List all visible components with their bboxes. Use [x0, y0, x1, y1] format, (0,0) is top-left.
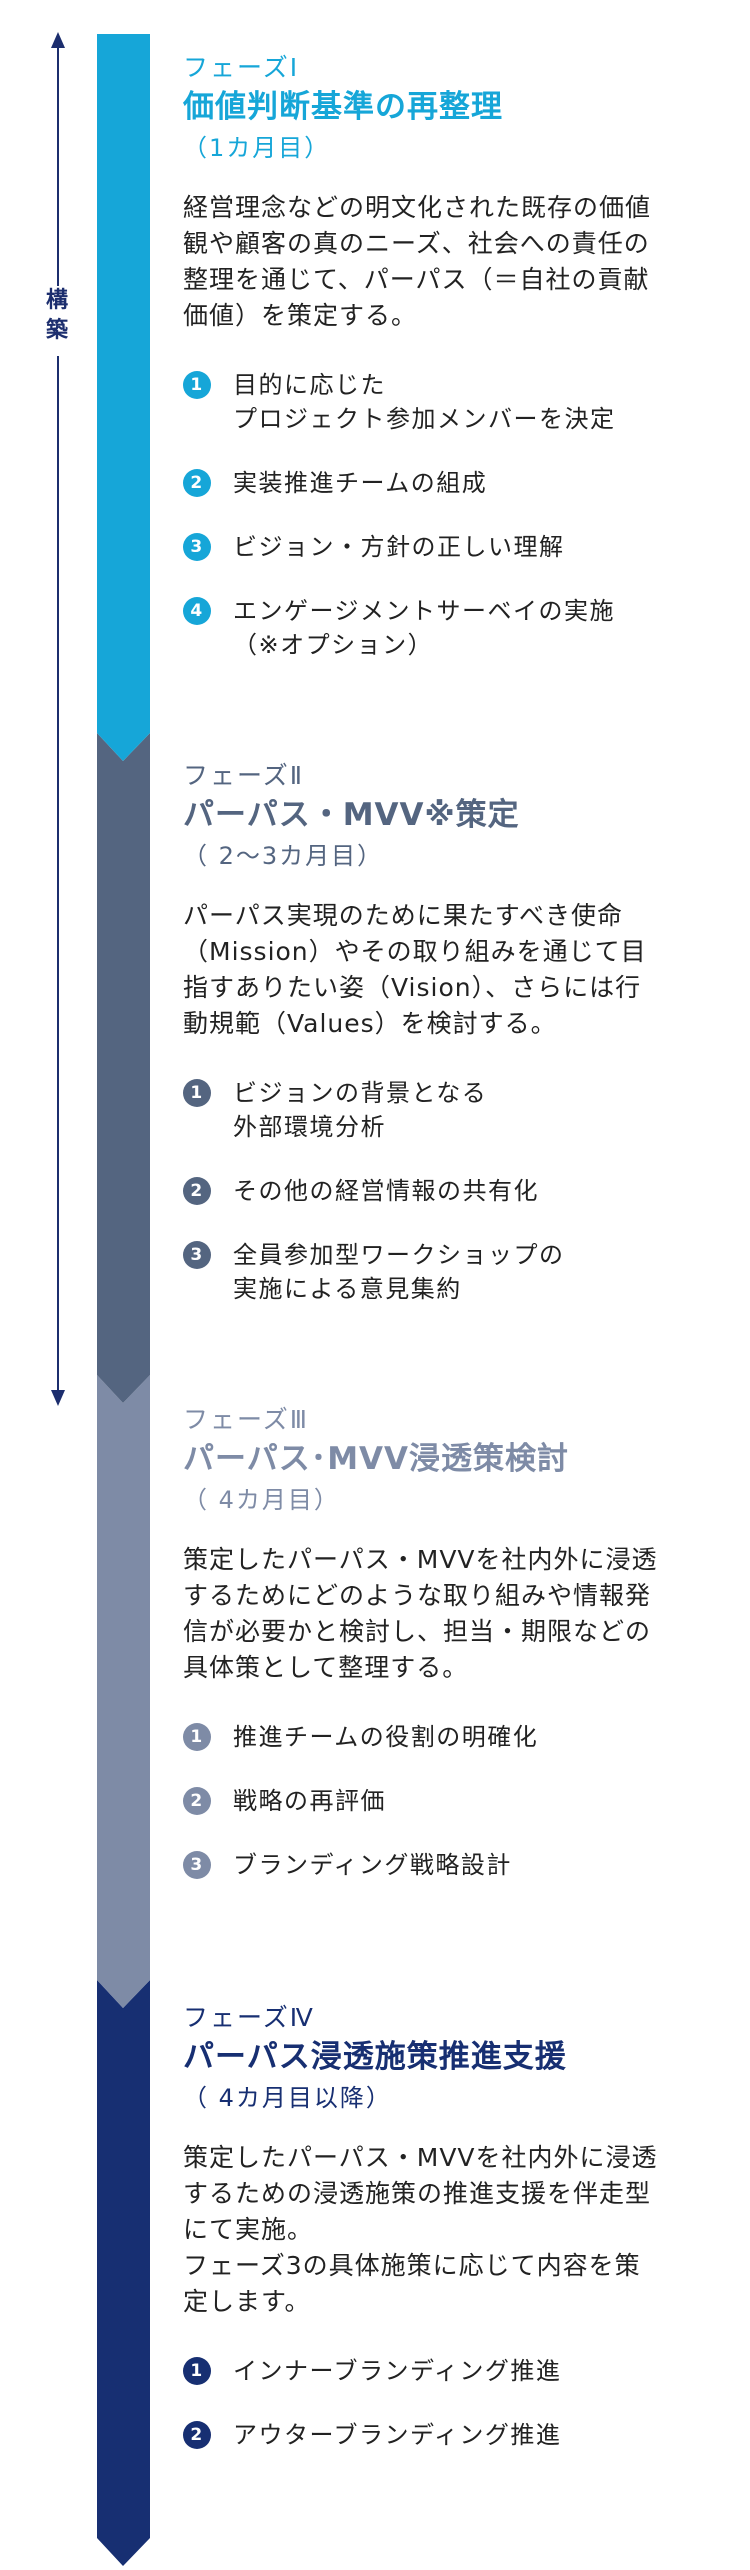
list-item-text: ブランディング戦略設計: [233, 1851, 512, 1879]
phase-title: 価値判断基準の再整理: [183, 89, 503, 125]
list-item-text: エンゲージメントサーベイの実施 （※オプション）: [233, 597, 616, 659]
list-item-text: 実装推進チームの組成: [233, 469, 488, 497]
phase-4: フェーズⅣ パーパス浸透施策推進支援 （ 4カ月目以降） 策定したパーパス・MV…: [183, 2002, 723, 2482]
phase-description: 経営理念などの明文化された既存の価値 観や顧客の真のニーズ、社会への責任の 整理…: [183, 193, 652, 330]
number-badge-icon: 3: [183, 1851, 211, 1879]
phase-label: フェーズⅢ: [183, 1405, 309, 1434]
number-badge-icon: 3: [183, 1241, 211, 1269]
axis-label: 構 築: [44, 286, 72, 356]
phase-duration: （ 4カ月目以降）: [183, 2084, 392, 2112]
list-item-text: 推進チームの役割の明確化: [233, 1723, 539, 1751]
phase-label: フェーズⅡ: [183, 761, 305, 790]
phase-3: フェーズⅢ パーパス･MVV浸透策検討 （ 4カ月目） 策定したパーパス・MVV…: [183, 1404, 723, 1912]
number-badge-icon: 2: [183, 469, 211, 497]
list-item: 1 推進チームの役割の明確化: [183, 1720, 723, 1754]
list-item: 1 目的に応じた プロジェクト参加メンバーを決定: [183, 368, 723, 436]
phase-band-4: [97, 1980, 150, 2566]
phase-description: パーパス実現のために果たすべき使命 （Mission）やその取り組みを通じて目 …: [183, 901, 647, 1038]
list-item: 3 ブランディング戦略設計: [183, 1848, 723, 1882]
phase-items: 1 推進チームの役割の明確化 2 戦略の再評価 3 ブランディング戦略設計: [183, 1720, 723, 1882]
phase-items: 1 インナーブランディング推進 2 アウターブランディング推進: [183, 2354, 723, 2452]
list-item: 2 アウターブランディング推進: [183, 2418, 723, 2452]
phase-title: パーパス浸透施策推進支援: [183, 2039, 567, 2075]
phase-label: フェーズⅣ: [183, 2003, 315, 2032]
number-badge-icon: 1: [183, 2357, 211, 2385]
list-item-text: 目的に応じた プロジェクト参加メンバーを決定: [233, 371, 616, 433]
number-badge-icon: 3: [183, 533, 211, 561]
phase-band-2: [97, 733, 150, 1403]
list-item-text: その他の経営情報の共有化: [233, 1177, 539, 1205]
axis-arrow-down-icon: [51, 1390, 65, 1406]
phase-description: 策定したパーパス・MVVを社内外に浸透 するための浸透施策の推進支援を伴走型 に…: [183, 2143, 658, 2316]
phase-items: 1 ビジョンの背景となる 外部環境分析 2 その他の経営情報の共有化 3 全員参…: [183, 1076, 723, 1306]
number-badge-icon: 2: [183, 1177, 211, 1205]
phase-band-1: [97, 34, 150, 761]
phase-label: フェーズⅠ: [183, 53, 300, 82]
list-item: 2 実装推進チームの組成: [183, 466, 723, 500]
number-badge-icon: 1: [183, 1723, 211, 1751]
axis-arrow-up-icon: [51, 32, 65, 48]
list-item-text: 全員参加型ワークショップの 実施による意見集約: [233, 1241, 565, 1303]
list-item-text: ビジョン・方針の正しい理解: [233, 533, 565, 561]
list-item: 4 エンゲージメントサーベイの実施 （※オプション）: [183, 594, 723, 662]
list-item-text: ビジョンの背景となる 外部環境分析: [233, 1079, 488, 1141]
number-badge-icon: 1: [183, 371, 211, 399]
list-item: 1 ビジョンの背景となる 外部環境分析: [183, 1076, 723, 1144]
list-item-text: 戦略の再評価: [233, 1787, 386, 1815]
list-item-text: アウターブランディング推進: [233, 2421, 562, 2449]
phase-items: 1 目的に応じた プロジェクト参加メンバーを決定 2 実装推進チームの組成 3 …: [183, 368, 723, 662]
phase-title: パーパス・MVV※策定: [183, 797, 520, 833]
phase-duration: （ 2～3カ月目）: [183, 842, 384, 870]
number-badge-icon: 4: [183, 597, 211, 625]
list-item: 3 ビジョン・方針の正しい理解: [183, 530, 723, 564]
phase-band-3: [97, 1375, 150, 2008]
phase-duration: （1カ月目）: [183, 134, 331, 162]
list-item: 2 その他の経営情報の共有化: [183, 1174, 723, 1208]
number-badge-icon: 2: [183, 1787, 211, 1815]
list-item-text: インナーブランディング推進: [233, 2357, 562, 2385]
list-item: 3 全員参加型ワークショップの 実施による意見集約: [183, 1238, 723, 1306]
phase-2: フェーズⅡ パーパス・MVV※策定 （ 2～3カ月目） パーパス実現のために果た…: [183, 760, 723, 1336]
phase-title: パーパス･MVV浸透策検討: [183, 1441, 570, 1477]
list-item: 2 戦略の再評価: [183, 1784, 723, 1818]
phase-description: 策定したパーパス・MVVを社内外に浸透 するためにどのような取り組みや情報発 信…: [183, 1545, 658, 1682]
list-item: 1 インナーブランディング推進: [183, 2354, 723, 2388]
number-badge-icon: 2: [183, 2421, 211, 2449]
phase-1: フェーズⅠ 価値判断基準の再整理 （1カ月目） 経営理念などの明文化された既存の…: [183, 52, 723, 692]
number-badge-icon: 1: [183, 1079, 211, 1107]
phase-duration: （ 4カ月目）: [183, 1486, 340, 1514]
